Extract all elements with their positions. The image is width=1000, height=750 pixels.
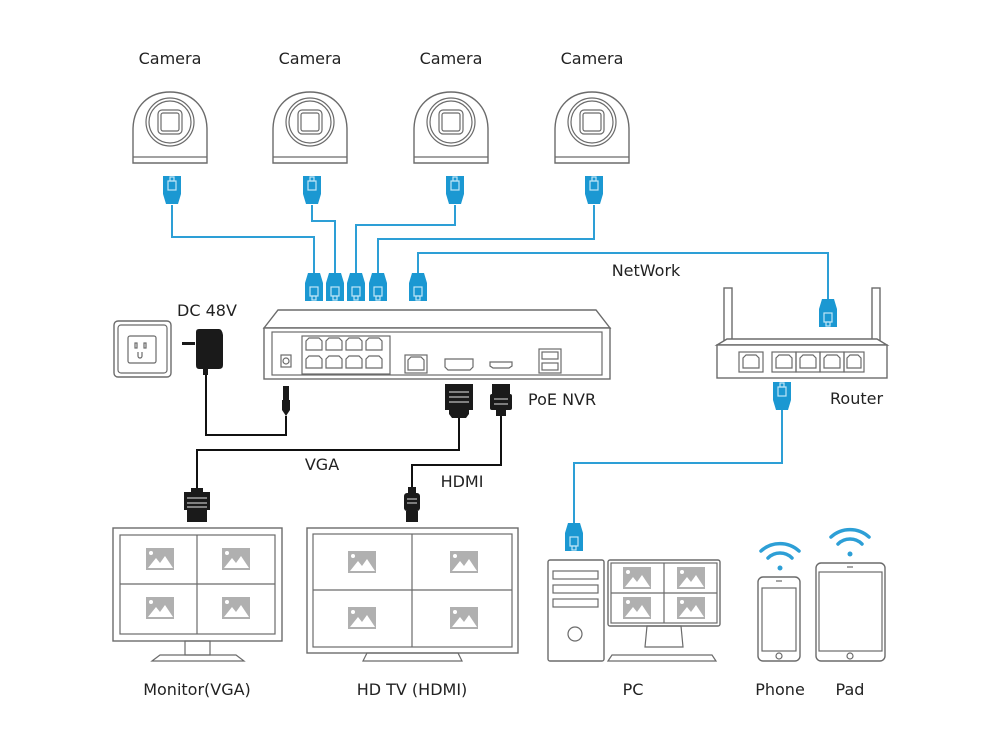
cable-router-pc xyxy=(573,410,783,525)
usb-ports-icon xyxy=(538,348,562,374)
hd-tv xyxy=(306,527,519,662)
vga-label: VGA xyxy=(305,455,339,474)
camera-3 xyxy=(413,91,489,164)
rj45-plug-icon xyxy=(584,175,604,205)
image-placeholder-icon xyxy=(146,548,174,570)
camera-4 xyxy=(554,91,630,164)
pc-label: PC xyxy=(623,680,644,699)
cable-hdmi xyxy=(411,416,502,487)
hdmi-connector-nvr xyxy=(490,384,512,416)
poe-nvr xyxy=(262,309,612,380)
rj45-plug-icon xyxy=(818,298,838,328)
lan-port-icon xyxy=(404,354,428,374)
rj45-plug-icon xyxy=(368,272,388,302)
cable-camera-3 xyxy=(355,205,456,275)
image-placeholder-icon xyxy=(450,551,478,573)
nvr-label: PoE NVR xyxy=(528,390,596,409)
image-placeholder-icon xyxy=(348,551,376,573)
wifi-icon xyxy=(759,541,801,571)
camera-label: Camera xyxy=(279,49,342,68)
image-placeholder-icon xyxy=(623,567,651,589)
ethernet-cables xyxy=(171,205,829,525)
camera-1 xyxy=(132,91,208,164)
vga-connector-monitor xyxy=(184,488,210,522)
rj45-plug-icon xyxy=(325,272,345,302)
rj45-plug-icon xyxy=(772,381,792,411)
image-placeholder-icon xyxy=(623,597,651,619)
hdmi-connector-tv xyxy=(404,487,420,522)
rj45-plug-icon xyxy=(304,272,324,302)
cable-network xyxy=(417,252,829,300)
hdmi-port-icon xyxy=(489,361,513,369)
wall-outlet xyxy=(113,320,172,378)
dc-48v-label: DC 48V xyxy=(177,301,237,320)
dome-camera-icon xyxy=(413,91,489,164)
pc xyxy=(547,559,721,662)
image-placeholder-icon xyxy=(348,607,376,629)
cable-camera-2 xyxy=(311,205,336,275)
router-label: Router xyxy=(830,389,883,408)
camera-label: Camera xyxy=(420,49,483,68)
dome-camera-icon xyxy=(272,91,348,164)
poe-ports xyxy=(301,335,391,375)
pad xyxy=(815,527,886,662)
network-label: NetWork xyxy=(612,261,681,280)
dc-jack-icon xyxy=(280,354,292,368)
vga-connector-nvr xyxy=(445,384,473,418)
image-placeholder-icon xyxy=(222,597,250,619)
router xyxy=(714,287,890,379)
rj45-plug-icon xyxy=(302,175,322,205)
rj45-plug-icon xyxy=(445,175,465,205)
vga-port-icon xyxy=(444,358,474,371)
power-adapter xyxy=(182,329,290,416)
rj45-plug-icon xyxy=(564,522,584,552)
monitor xyxy=(112,527,283,662)
phone-label: Phone xyxy=(755,680,805,699)
dome-camera-icon xyxy=(554,91,630,164)
dome-camera-icon xyxy=(132,91,208,164)
rj45-plug-icon xyxy=(346,272,366,302)
image-placeholder-icon xyxy=(222,548,250,570)
image-placeholder-icon xyxy=(450,607,478,629)
camera-label: Camera xyxy=(139,49,202,68)
rj45-plug-icon xyxy=(162,175,182,205)
cable-dc-power xyxy=(205,375,287,436)
cable-camera-1 xyxy=(171,205,315,275)
rj45-plug-icon xyxy=(408,272,428,302)
monitor-label: Monitor(VGA) xyxy=(143,680,251,699)
camera-2 xyxy=(272,91,348,164)
pad-label: Pad xyxy=(836,680,865,699)
tv-label: HD TV (HDMI) xyxy=(357,680,468,699)
camera-label: Camera xyxy=(561,49,624,68)
cable-vga xyxy=(196,418,460,488)
phone xyxy=(757,541,801,662)
image-placeholder-icon xyxy=(677,597,705,619)
image-placeholder-icon xyxy=(146,597,174,619)
hdmi-label: HDMI xyxy=(441,472,484,491)
image-placeholder-icon xyxy=(677,567,705,589)
cable-camera-4 xyxy=(377,205,595,275)
wifi-icon xyxy=(829,527,871,557)
